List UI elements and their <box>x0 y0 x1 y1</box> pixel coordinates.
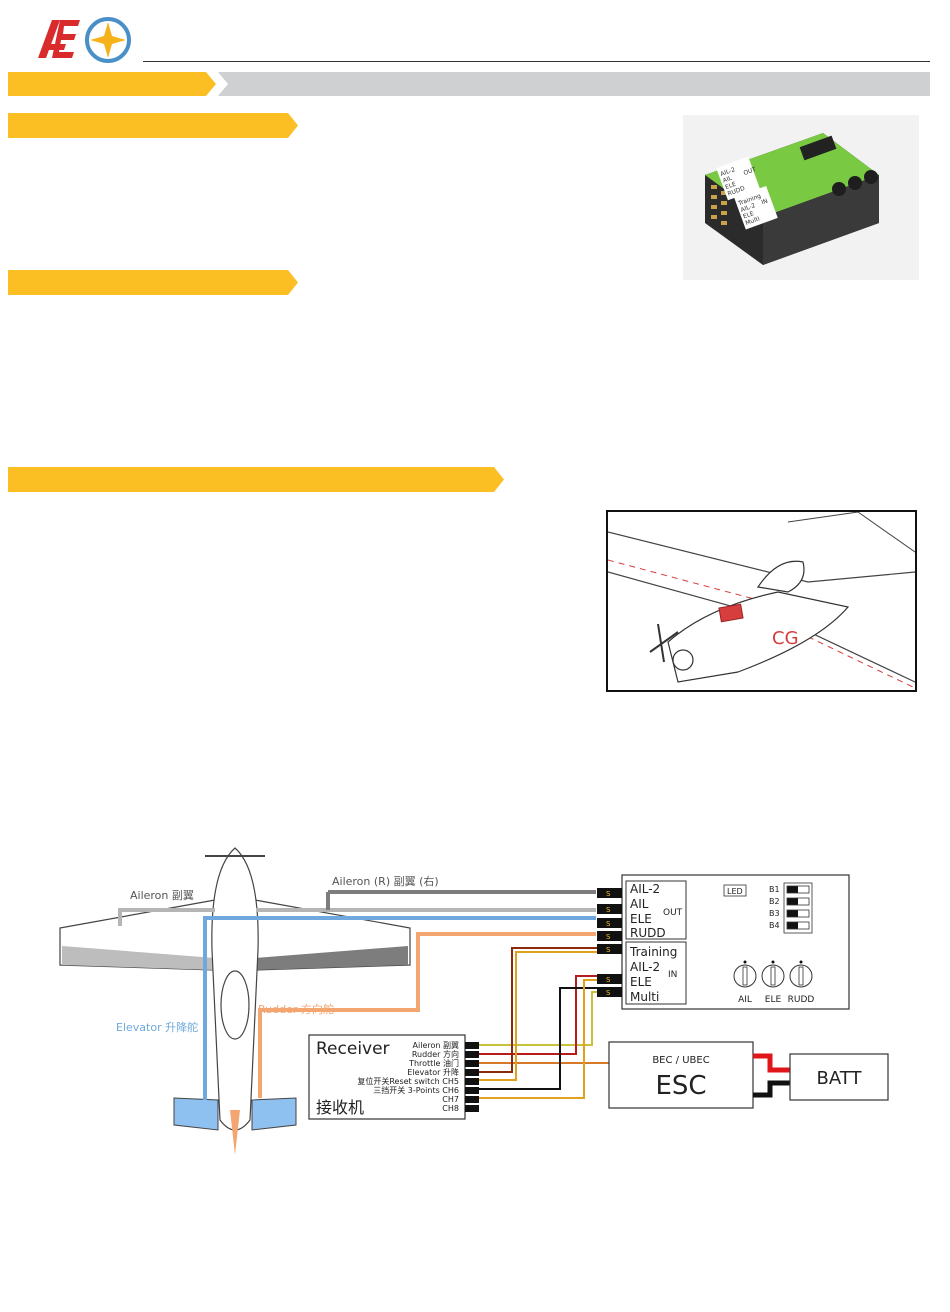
gyro-out-tag: OUT <box>663 908 683 918</box>
pin-s-6: S <box>606 989 611 997</box>
pin-s-2: S <box>606 920 611 928</box>
receiver-channel-4: 复位开关Reset switch CH5 <box>357 1076 459 1086</box>
pin-s-4: S <box>606 946 611 954</box>
section-banner-3 <box>8 467 504 492</box>
gyro-out-label-1: AIL <box>630 897 649 911</box>
product-in-label-2: ELE <box>742 210 755 220</box>
gyro-in-label-3: Multi <box>630 990 659 1004</box>
knob-label-ele: ELE <box>765 995 782 1005</box>
esc-box: BEC / UBEC ESC <box>608 1041 754 1109</box>
receiver-channel-0: Aileron 副翼 <box>413 1041 459 1050</box>
receiver-subtitle: 接收机 <box>316 1098 364 1117</box>
gyro-in-label-2: ELE <box>630 975 652 989</box>
product-out-label-2: ELE <box>724 181 737 191</box>
gyro-in-tag: IN <box>668 970 677 980</box>
gyro-switch-b4: B4 <box>769 921 780 930</box>
receiver-channel-3: Elevator 升降 <box>407 1067 459 1077</box>
cg-label: CG <box>772 628 799 649</box>
product-out-label-1: AIL <box>722 175 734 185</box>
receiver-box: Receiver 接收机 Aileron 副翼 Rudder 方向 Thrott… <box>308 1034 479 1120</box>
dip-switch-b4[interactable] <box>787 922 798 929</box>
gyro-out-label-2: ELE <box>630 912 652 926</box>
gyro-switch-b2: B2 <box>769 897 780 906</box>
gyro-switch-b1: B1 <box>769 885 780 894</box>
compass-star-icon <box>85 17 131 63</box>
section-banner-1 <box>8 113 298 138</box>
batt-box: BATT <box>789 1053 889 1101</box>
wiring-diagram: Aileron 副翼 Aileron (R) 副翼 (右) Elevator 升… <box>0 830 950 1170</box>
pin-s-5: S <box>606 976 611 984</box>
gain-knobs <box>733 960 813 988</box>
gyro-in-label-0: Training <box>629 945 677 959</box>
product-out-tag: OUT <box>743 166 758 177</box>
aileron-label: Aileron 副翼 <box>130 889 194 902</box>
receiver-channel-5: 三挡开关 3-Points CH6 <box>373 1085 459 1095</box>
gyro-product-photo: AIL-2 AIL ELE RUDD OUT Training AIL-2 EL… <box>683 115 919 280</box>
batt-label: BATT <box>817 1068 863 1089</box>
receiver-channel-2: Throttle 油门 <box>408 1058 459 1068</box>
product-in-tag: IN <box>760 198 768 207</box>
dip-switch-b3[interactable] <box>787 910 798 917</box>
receiver-channel-7: CH8 <box>442 1104 459 1113</box>
gyro-pins: S S S S S S S <box>597 888 622 997</box>
elevator-label: Elevator 升降舵 <box>116 1020 198 1034</box>
section-banner-2 <box>8 270 298 295</box>
rudder-label: Rudder 方向舵 <box>258 1002 334 1016</box>
receiver-channel-6: CH7 <box>442 1095 459 1104</box>
gyro-out-label-0: AIL-2 <box>630 882 660 896</box>
pin-s-3: S <box>606 933 611 941</box>
receiver-title: Receiver <box>316 1039 390 1059</box>
product-in-label-1: AIL-2 <box>740 202 757 214</box>
pin-s-0: S <box>606 890 611 898</box>
knob-label-rudd: RUDD <box>788 995 815 1005</box>
logo: AE <box>30 10 140 64</box>
dip-switch-b1[interactable] <box>787 886 798 893</box>
dip-switch-b2[interactable] <box>787 898 798 905</box>
gyro-switch-b3: B3 <box>769 909 780 918</box>
aileron-r-label: Aileron (R) 副翼 (右) <box>332 874 439 888</box>
receiver-channel-1: Rudder 方向 <box>412 1049 459 1059</box>
cg-illustration: CG <box>606 510 917 692</box>
gyro-led-label: LED <box>727 887 743 896</box>
pin-s-1: S <box>606 906 611 914</box>
esc-name: ESC <box>655 1071 706 1101</box>
gyro-in-label-1: AIL-2 <box>630 960 660 974</box>
product-out-label-0: AIL-2 <box>720 166 737 178</box>
product-in-label-3: Multi <box>745 215 761 227</box>
top-banner <box>8 72 930 96</box>
header-rule <box>143 61 930 62</box>
knob-label-ail: AIL <box>738 995 752 1005</box>
gyro-out-label-3: RUDD <box>630 926 666 940</box>
esc-title: BEC / UBEC <box>652 1055 709 1066</box>
gyro-box: AIL-2 AIL ELE RUDD Training AIL-2 ELE Mu… <box>621 874 850 1010</box>
